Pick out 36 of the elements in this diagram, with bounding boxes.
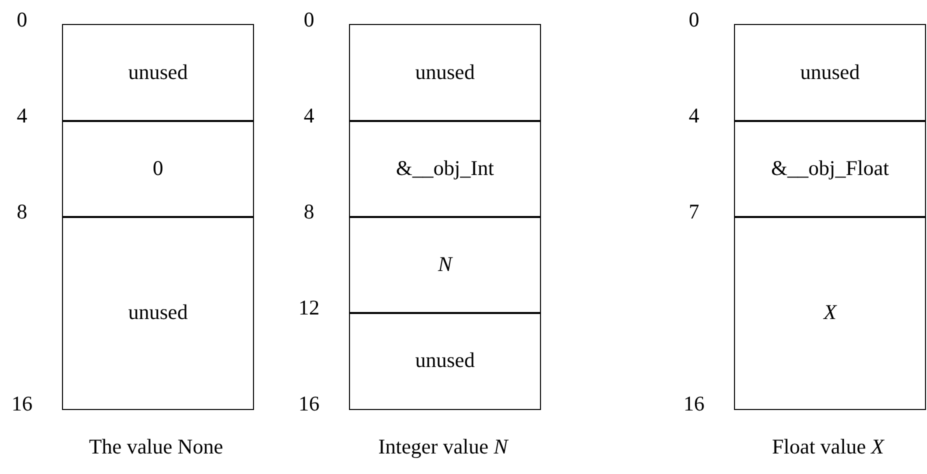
cell-text: unused bbox=[128, 60, 188, 86]
memory-cell bbox=[734, 216, 926, 410]
cell-text: X bbox=[824, 300, 836, 326]
cell-text: unused bbox=[128, 300, 188, 326]
offset-label: 16 bbox=[12, 392, 32, 416]
offset-label: 0 bbox=[688, 8, 700, 32]
memory-cell bbox=[349, 24, 541, 122]
offset-label: 12 bbox=[298, 296, 320, 320]
cell-text: unused bbox=[415, 348, 475, 374]
memory-cell bbox=[734, 24, 926, 122]
cell-text: unused bbox=[415, 60, 475, 86]
offset-label: 0 bbox=[304, 8, 314, 32]
memory-cell bbox=[349, 312, 541, 410]
memory-cell bbox=[62, 120, 254, 218]
caption: The value None bbox=[88, 434, 224, 460]
memory-cell bbox=[349, 216, 541, 314]
offset-label: 4 bbox=[304, 104, 314, 128]
offset-label: 4 bbox=[16, 104, 28, 128]
cell-text: &__obj_Int bbox=[396, 156, 494, 182]
cell-text: 0 bbox=[152, 156, 164, 182]
offset-label: 16 bbox=[684, 392, 704, 416]
offset-label: 7 bbox=[688, 200, 700, 224]
memory-cell bbox=[62, 216, 254, 410]
memory-cell bbox=[349, 120, 541, 218]
offset-label: 16 bbox=[298, 392, 320, 416]
offset-label: 8 bbox=[16, 200, 28, 224]
cell-text: unused bbox=[800, 60, 860, 86]
memory-cell bbox=[62, 24, 254, 122]
offset-label: 8 bbox=[304, 200, 314, 224]
caption: Integer value N bbox=[378, 434, 508, 460]
offset-label: 0 bbox=[16, 8, 28, 32]
memory-cell bbox=[734, 120, 926, 218]
offset-label: 4 bbox=[688, 104, 700, 128]
cell-text: N bbox=[438, 252, 452, 278]
caption: Float value X bbox=[772, 434, 884, 460]
cell-text: &__obj_Float bbox=[771, 156, 889, 182]
